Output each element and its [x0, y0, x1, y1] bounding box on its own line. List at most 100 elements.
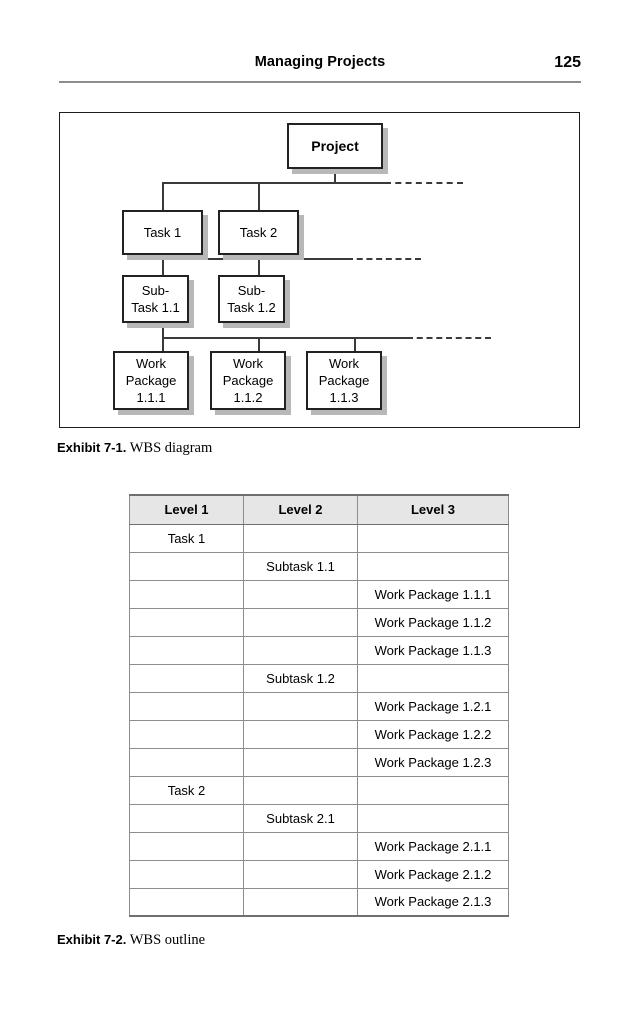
table-cell-empty	[357, 551, 509, 581]
table-cell-empty	[129, 803, 244, 833]
wbs-node-task-1[interactable]: Task 1	[122, 210, 203, 255]
table-cell-empty	[357, 523, 509, 553]
table-cell-empty	[129, 607, 244, 637]
connector-level2-bus	[162, 258, 347, 260]
table-cell-empty	[243, 887, 358, 917]
table-cell-empty	[243, 523, 358, 553]
connector-task1-stem	[162, 182, 164, 211]
table-row: Work Package 1.2.3	[129, 747, 509, 777]
table-cell-empty	[357, 663, 509, 693]
connector-level1-bus-dashed	[385, 182, 463, 184]
table-cell: Subtask 1.2	[243, 663, 358, 693]
table-cell: Subtask 1.1	[243, 551, 358, 581]
table-cell-empty	[243, 691, 358, 721]
exhibit-7-2-caption-label: Exhibit 7-2.	[57, 932, 127, 947]
table-row: Work Package 2.1.3	[129, 887, 509, 917]
connector-level3-bus-dashed	[407, 337, 491, 339]
table-cell-empty	[243, 719, 358, 749]
table-row: Task 2	[129, 775, 509, 805]
table-cell: Work Package 1.1.2	[357, 607, 509, 637]
connector-wp113-stem	[354, 337, 356, 352]
table-cell-empty	[129, 719, 244, 749]
table-cell-empty	[129, 747, 244, 777]
table-cell: Task 1	[129, 523, 244, 553]
wbs-node-subtask-1-1[interactable]: Sub- Task 1.1	[122, 275, 189, 323]
page-header: Managing Projects 125	[59, 54, 581, 84]
table-row: Work Package 1.2.1	[129, 691, 509, 721]
table-cell-empty	[129, 635, 244, 665]
table-cell: Task 2	[129, 775, 244, 805]
table-row: Work Package 1.2.2	[129, 719, 509, 749]
table-cell-empty	[243, 607, 358, 637]
table-cell-empty	[129, 663, 244, 693]
header-divider	[59, 81, 581, 83]
exhibit-7-1-caption-text: WBS diagram	[126, 440, 213, 456]
table-cell: Work Package 1.1.1	[357, 579, 509, 609]
wbs-node-project-label: Project	[311, 137, 359, 154]
wbs-node-subtask-1-2[interactable]: Sub- Task 1.2	[218, 275, 285, 323]
table-header-row: Level 1 Level 2 Level 3	[129, 494, 509, 525]
connector-subtask11-down-stem	[162, 323, 164, 338]
table-cell-empty	[357, 803, 509, 833]
connector-project-stem	[334, 168, 336, 183]
wbs-node-task-2-label: Task 2	[239, 225, 278, 240]
exhibit-7-1-caption: Exhibit 7-1. WBS diagram	[57, 440, 212, 457]
table-cell-empty	[129, 579, 244, 609]
table-row: Work Package 1.1.2	[129, 607, 509, 637]
wbs-node-task-1-label: Task 1	[143, 225, 182, 240]
table-cell: Work Package 2.1.2	[357, 859, 509, 889]
exhibit-7-2-caption: Exhibit 7-2. WBS outline	[57, 932, 205, 949]
wbs-node-subtask-1-2-label: Sub- Task 1.2	[227, 283, 276, 315]
connector-level2-bus-dashed	[347, 258, 421, 260]
table-row: Task 1	[129, 523, 509, 553]
connector-level3-bus	[162, 337, 407, 339]
table-cell: Subtask 2.1	[243, 803, 358, 833]
connector-subtask12-stem	[258, 258, 260, 276]
table-row: Subtask 1.1	[129, 551, 509, 581]
table-row: Work Package 2.1.1	[129, 831, 509, 861]
wbs-node-subtask-1-1-label: Sub- Task 1.1	[131, 283, 180, 315]
connector-wp111-stem	[162, 337, 164, 352]
page-title: Managing Projects	[254, 54, 386, 70]
table-cell-empty	[129, 551, 244, 581]
table-cell: Work Package 2.1.3	[357, 887, 509, 917]
table-cell: Work Package 1.2.1	[357, 691, 509, 721]
wbs-node-work-package-1-1-2[interactable]: Work Package 1.1.2	[210, 351, 286, 410]
table-cell-empty	[357, 775, 509, 805]
exhibit-7-1-caption-label: Exhibit 7-1.	[57, 440, 127, 455]
table-cell-empty	[129, 859, 244, 889]
table-cell-empty	[129, 691, 244, 721]
wbs-node-project[interactable]: Project	[287, 123, 383, 169]
table-row: Work Package 1.1.3	[129, 635, 509, 665]
column-header-level-3: Level 3	[357, 494, 509, 525]
table-cell-empty	[129, 831, 244, 861]
table-cell-empty	[243, 635, 358, 665]
table-cell-empty	[129, 887, 244, 917]
table-cell-empty	[243, 775, 358, 805]
column-header-level-1: Level 1	[129, 494, 244, 525]
wbs-diagram-figure: Project Task 1 Task 2 Sub- Task 1.1 Sub-…	[59, 112, 580, 428]
table-cell: Work Package 1.1.3	[357, 635, 509, 665]
connector-task2-stem	[258, 182, 260, 211]
wbs-node-work-package-1-1-3[interactable]: Work Package 1.1.3	[306, 351, 382, 410]
page-number: 125	[554, 54, 581, 71]
table-cell-empty	[243, 747, 358, 777]
exhibit-7-2-caption-text: WBS outline	[126, 932, 206, 948]
connector-level1-bus	[162, 182, 385, 184]
table-row: Work Package 1.1.1	[129, 579, 509, 609]
table-cell-empty	[243, 579, 358, 609]
connector-wp112-stem	[258, 337, 260, 352]
table-row: Subtask 2.1	[129, 803, 509, 833]
wbs-node-work-package-1-1-1[interactable]: Work Package 1.1.1	[113, 351, 189, 410]
wbs-node-work-package-1-1-2-label: Work Package 1.1.2	[222, 356, 274, 405]
wbs-node-work-package-1-1-1-label: Work Package 1.1.1	[125, 356, 177, 405]
table-cell: Work Package 1.2.2	[357, 719, 509, 749]
table-cell-empty	[243, 859, 358, 889]
column-header-level-2: Level 2	[243, 494, 358, 525]
table-row: Work Package 2.1.2	[129, 859, 509, 889]
wbs-node-task-2[interactable]: Task 2	[218, 210, 299, 255]
table-row: Subtask 1.2	[129, 663, 509, 693]
table-cell-empty	[243, 831, 358, 861]
table-cell: Work Package 2.1.1	[357, 831, 509, 861]
